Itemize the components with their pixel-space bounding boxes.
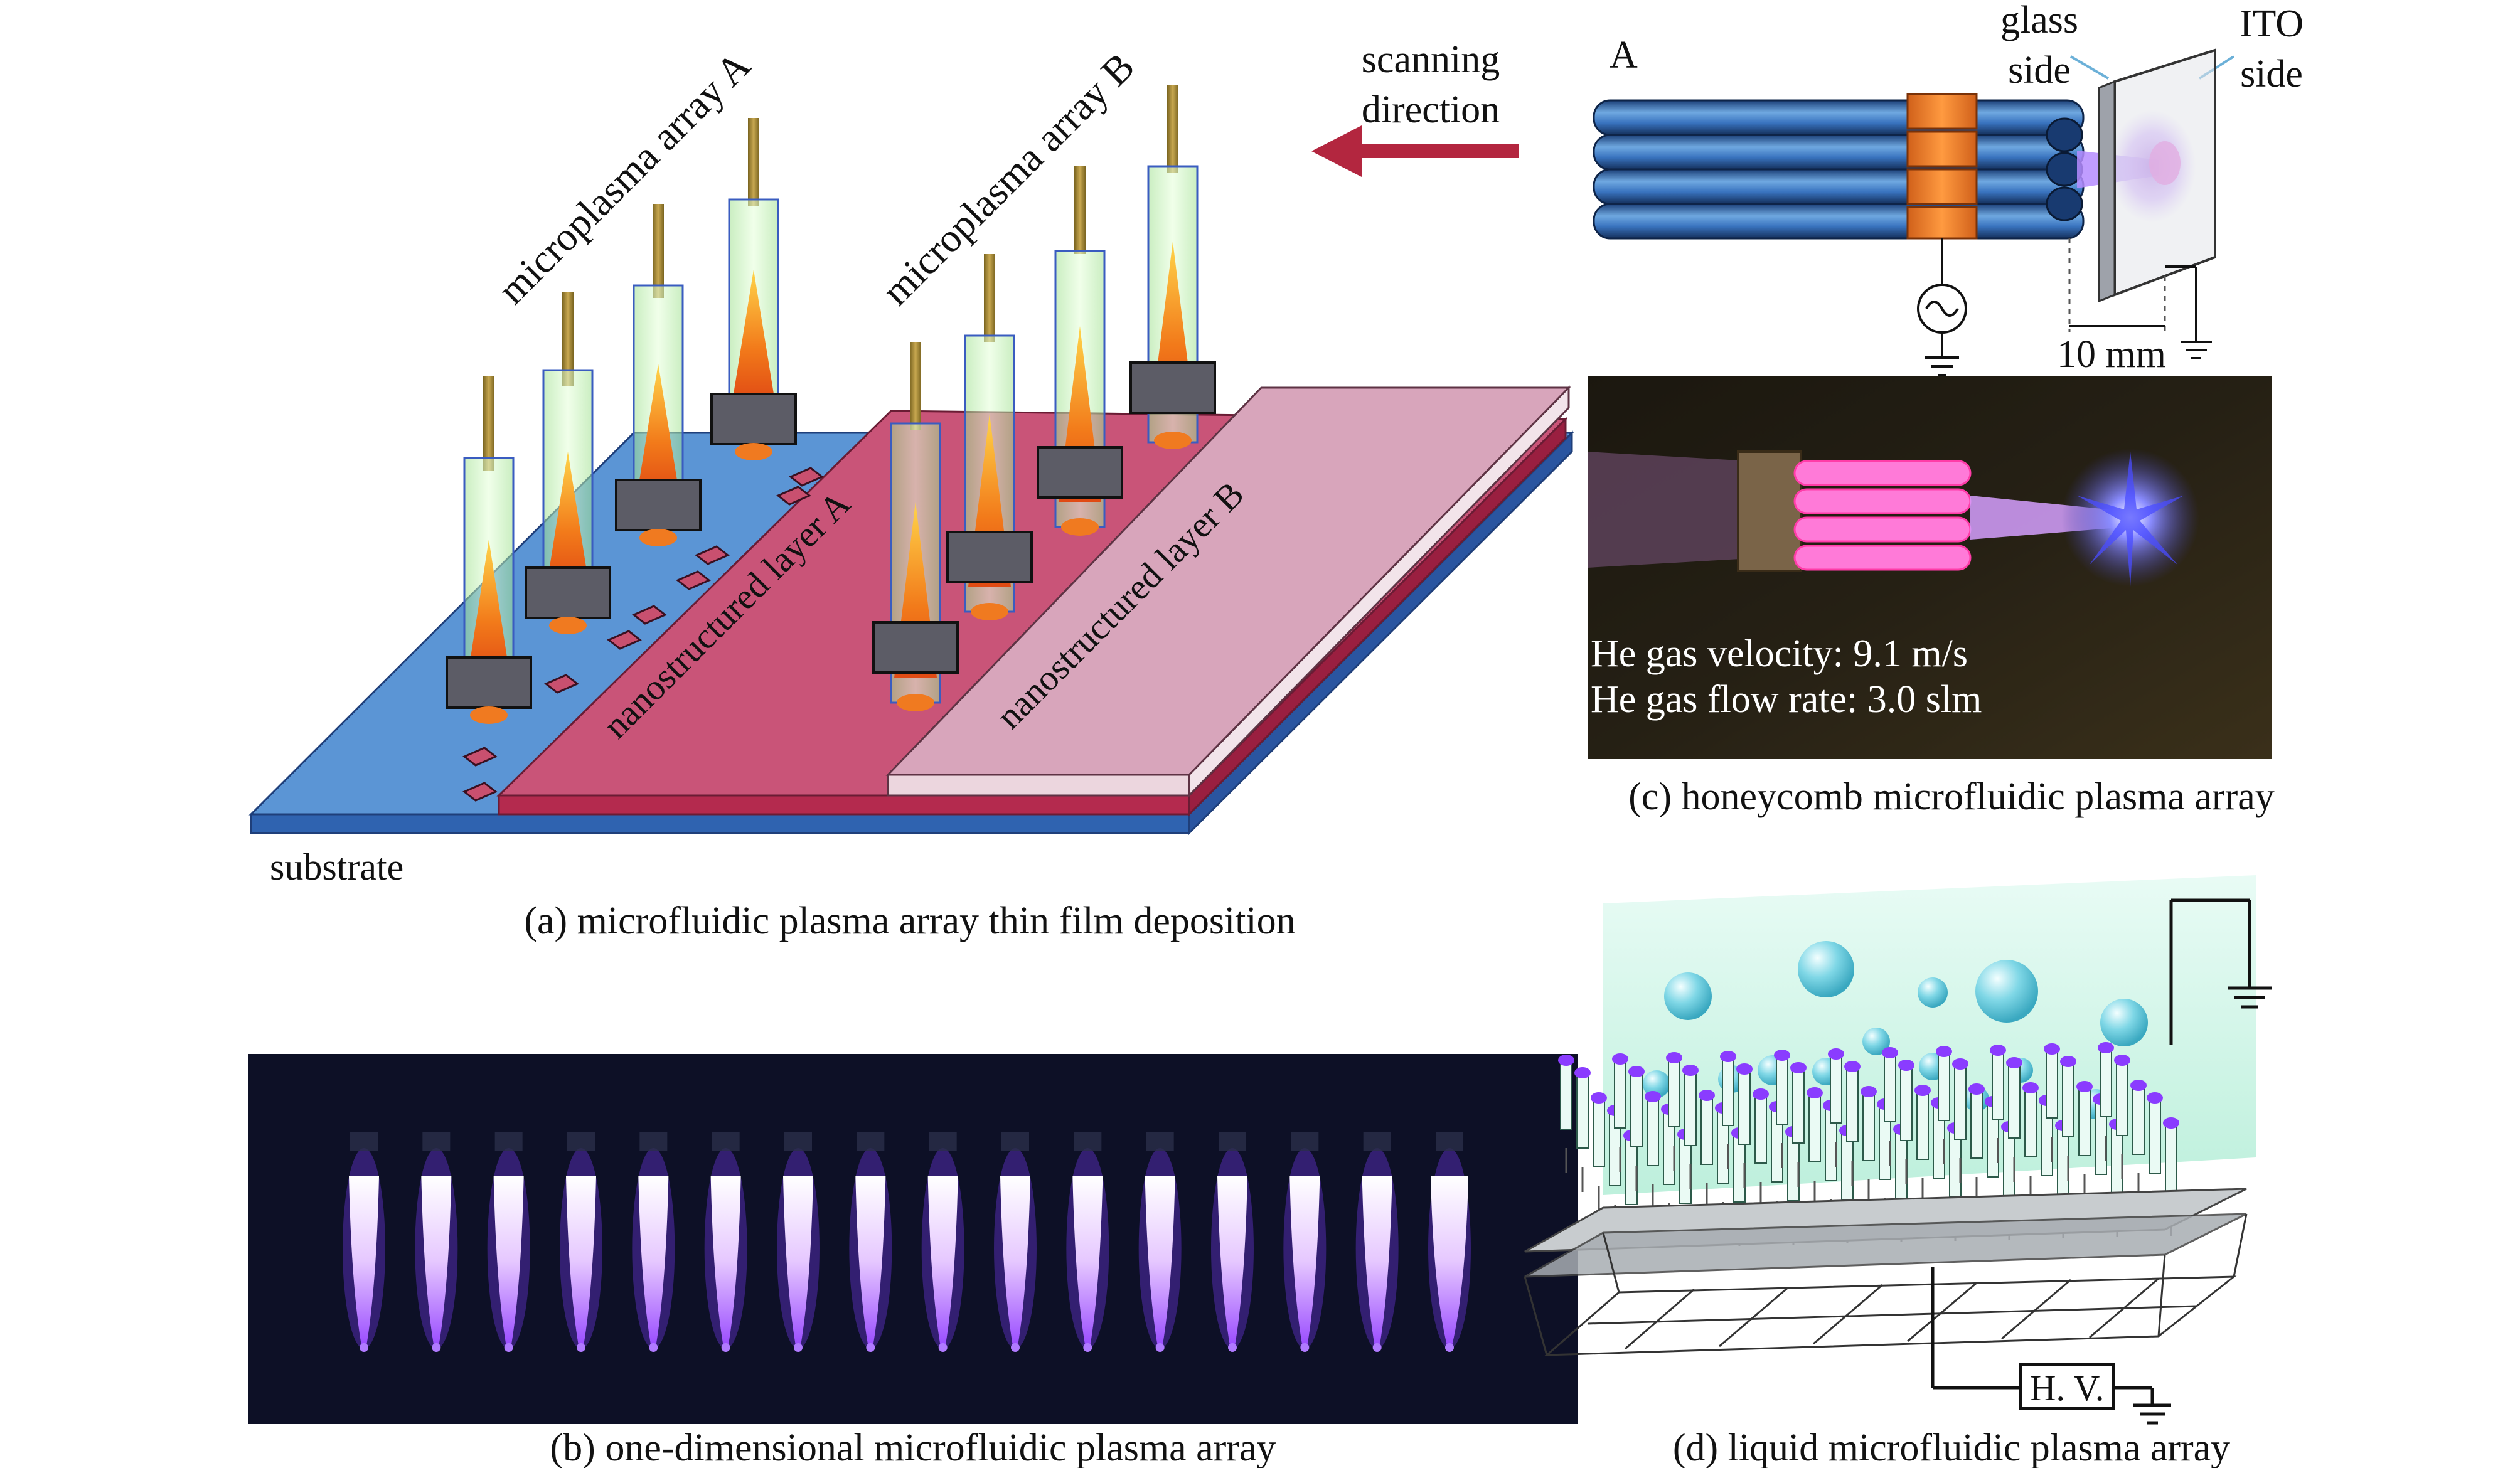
plasma-jet	[1428, 1132, 1471, 1352]
panel-b-caption: (b) one-dimensional microfluidic plasma …	[550, 1427, 1276, 1468]
plasma-jet	[632, 1132, 675, 1352]
plasma-unit-a4	[710, 118, 797, 460]
deposition-pads	[462, 467, 824, 802]
plasma-jet	[415, 1132, 458, 1352]
microplasma-array-a	[446, 118, 797, 724]
glass-side-label-line1: glass	[2000, 0, 2078, 41]
ito-glass-plate	[2098, 48, 2216, 303]
plasma-jet	[343, 1132, 385, 1352]
electrode-pin	[2163, 1117, 2179, 1236]
electrode-pin	[2044, 1043, 2060, 1162]
honeycomb-photo	[1588, 376, 2272, 759]
substrate-label: substrate	[270, 846, 403, 888]
electrode-pin	[1558, 1055, 1574, 1173]
plasma-jet	[1138, 1132, 1182, 1352]
electrode-pin	[1828, 1048, 1844, 1167]
plasma-jet	[704, 1132, 747, 1352]
electrode-pin	[1790, 1062, 1807, 1187]
plasma-unit-b4	[1129, 85, 1216, 449]
hv-label: H. V.	[2030, 1368, 2105, 1408]
electrode-pin	[1753, 1088, 1769, 1207]
electrode-pin	[2006, 1057, 2022, 1182]
electrode-pin	[1936, 1046, 1952, 1164]
electrode-pin	[1612, 1053, 1628, 1172]
ito-side-label-line2: side	[2240, 53, 2303, 95]
electrode-pin	[1666, 1052, 1682, 1171]
microplasma-array-b	[872, 85, 1216, 711]
electrode-pin	[2114, 1055, 2130, 1179]
distance-marker	[2068, 238, 2166, 332]
base-plate	[1524, 1188, 2248, 1356]
panel-b: (b) one-dimensional microfluidic plasma …	[248, 1054, 1578, 1468]
panel-d-caption: (d) liquid microfluidic plasma array	[1673, 1427, 2230, 1468]
scanning-label-line2: direction	[1362, 88, 1500, 131]
plasma-jet	[1211, 1132, 1254, 1352]
electrode-pin	[2098, 1042, 2114, 1161]
electrode-pin	[1682, 1065, 1699, 1189]
plasma-unit-b1	[872, 342, 959, 711]
electrode-pin	[1898, 1060, 1914, 1184]
plasma-jets-b	[343, 1132, 1471, 1352]
nanostructured-layer-b	[885, 385, 1571, 798]
panel-c-caption: (c) honeycomb microfluidic plasma array	[1628, 775, 2274, 818]
electrode-pin	[1628, 1066, 1645, 1191]
electrode-collar	[1906, 93, 1978, 240]
electrode-pin	[1720, 1051, 1736, 1169]
plasma-jet	[560, 1132, 602, 1352]
glass-side-pointer	[2069, 55, 2110, 80]
plasma-jet	[777, 1132, 820, 1352]
electrode-pin	[1844, 1061, 1861, 1186]
electrode-pin	[1774, 1050, 1790, 1168]
plasma-jet	[921, 1132, 964, 1352]
scanning-direction-arrow	[1311, 125, 1519, 177]
bubbles	[1643, 941, 2148, 1119]
circuit-wiring-d	[1931, 898, 2272, 1425]
electrode-pin	[1574, 1067, 1591, 1192]
plasma-jet	[849, 1132, 892, 1352]
electrode-pin	[1591, 1092, 1607, 1211]
ito-side-label-line1: ITO	[2240, 3, 2304, 45]
gas-velocity-label: He gas velocity: 9.1 m/s	[1591, 632, 1968, 675]
electrode-pin	[1699, 1090, 1715, 1208]
distance-label: 10 mm	[2057, 333, 2166, 376]
circuit-wiring-c	[1917, 238, 2212, 376]
plasma-jet	[994, 1132, 1037, 1352]
glass-side-label-line2: side	[2008, 49, 2071, 92]
array-a-label: microplasma array A	[489, 43, 759, 312]
electrode-pin	[1736, 1063, 1753, 1188]
electrode-pin	[2060, 1056, 2076, 1181]
plasma-jet	[1283, 1132, 1327, 1352]
plasma-unit-a3	[615, 204, 702, 546]
plasma-array-photo	[248, 1054, 1578, 1424]
electrode-pin	[2076, 1081, 2093, 1199]
electrode-pin	[1952, 1058, 1968, 1183]
label-a: A	[1610, 34, 1638, 77]
plasma-unit-b3	[1037, 166, 1123, 536]
electrode-pin	[1882, 1047, 1898, 1166]
plasma-jet	[1355, 1132, 1399, 1352]
electrode-pin	[1861, 1086, 1877, 1205]
electrode-pin	[1807, 1087, 1823, 1206]
plasma-jet	[1066, 1132, 1109, 1352]
plasma-jet	[487, 1132, 530, 1352]
gas-flow-label: He gas flow rate: 3.0 slm	[1591, 678, 1982, 721]
electrode-pin	[1968, 1083, 1985, 1202]
electrode-pin	[1914, 1085, 1931, 1203]
panel-c: A glass side ITO side	[1588, 0, 2304, 818]
scanning-label-line1: scanning	[1362, 38, 1500, 81]
plasma-unit-a1	[446, 376, 532, 724]
electrode-pin	[2130, 1080, 2147, 1198]
electrode-pin	[2147, 1092, 2163, 1217]
panel-a-caption: (a) microfluidic plasma array thin film …	[524, 900, 1295, 942]
electrode-pin	[2022, 1082, 2039, 1201]
panel-d: H. V. (d) liquid microfluidic plasma arr…	[1524, 875, 2272, 1468]
honeycomb-tube-bundle	[1593, 99, 2085, 240]
panel-a: microplasma array A microplasma array B …	[248, 38, 1574, 942]
plasma-unit-a2	[525, 292, 611, 634]
electrode-pin	[1990, 1045, 2006, 1163]
electrode-pin	[1645, 1091, 1661, 1210]
plasma-unit-b2	[946, 254, 1033, 620]
